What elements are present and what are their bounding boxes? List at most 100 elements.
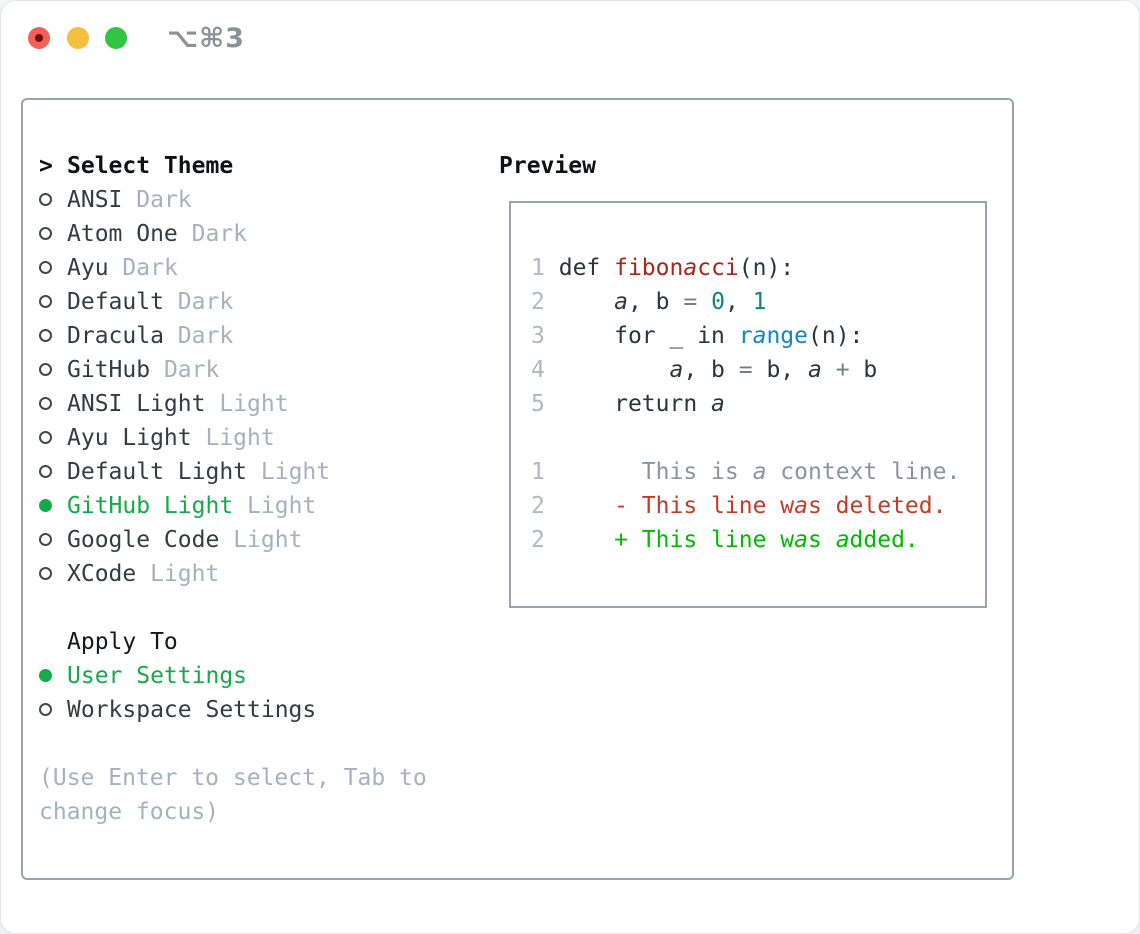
radio-unselected-icon — [39, 532, 52, 546]
apply-option-workspace-settings[interactable]: Workspace Settings — [39, 693, 427, 727]
radio-unselected-icon — [39, 464, 52, 478]
close-dot-icon — [35, 34, 43, 42]
minimize-button[interactable] — [67, 27, 89, 49]
preview-box: 1 def fibonacci(n): 2 a, b = 0, 1 3 for _ … — [509, 201, 987, 608]
keyboard-hint: (Use Enter to select, Tab to change focus… — [39, 761, 427, 829]
option-label: Ayu Light — [67, 425, 192, 451]
radio-cell — [39, 285, 67, 319]
variant-tag: Light — [150, 561, 220, 587]
radio-cell — [39, 421, 67, 455]
radio-unselected-icon — [39, 396, 52, 410]
theme-option-xcode[interactable]: XCode Light — [39, 557, 427, 591]
variant-tag: Light — [260, 459, 331, 485]
variant-tag: Dark — [122, 255, 178, 281]
radio-cell — [39, 489, 67, 523]
variant-tag: Dark — [136, 187, 192, 213]
variant-tag: Light — [233, 527, 303, 553]
code-line: 2 a, b = 0, 1 — [531, 289, 767, 315]
radio-unselected-icon — [39, 192, 52, 206]
variant-tag: Dark — [177, 323, 234, 349]
theme-option-ayu-light[interactable]: Ayu Light Light — [39, 421, 427, 455]
theme-option-ayu[interactable]: Ayu Dark — [39, 251, 427, 285]
window-title: ⌥⌘3 — [167, 23, 245, 54]
preview-title: Preview — [499, 153, 596, 179]
code-preview: 1 def fibonacci(n): 2 a, b = 0, 1 3 for _ … — [531, 251, 985, 557]
radio-unselected-icon — [39, 362, 52, 376]
radio-cell — [39, 659, 67, 693]
theme-list-header: > Select Theme — [39, 149, 427, 183]
code-line: 1 def fibonacci(n): — [531, 255, 795, 281]
radio-cell — [39, 353, 67, 387]
variant-tag: Light — [205, 425, 275, 451]
theme-option-google-code[interactable]: Google Code Light — [39, 523, 427, 557]
apply-to-title: Apply To — [67, 629, 178, 655]
zoom-button[interactable] — [105, 27, 127, 49]
radio-unselected-icon — [39, 260, 52, 274]
option-label: Ayu — [67, 255, 109, 281]
theme-option-github[interactable]: GitHub Dark — [39, 353, 427, 387]
option-label: Default Light — [67, 459, 248, 485]
radio-cell — [39, 693, 67, 727]
radio-selected-icon — [39, 498, 52, 512]
hint-line: (Use Enter to select, Tab to — [39, 765, 427, 791]
theme-option-dracula[interactable]: Dracula Dark — [39, 319, 427, 353]
option-label: XCode — [67, 561, 137, 587]
theme-option-ansi[interactable]: ANSI Dark — [39, 183, 427, 217]
variant-tag: Light — [247, 493, 317, 519]
variant-tag: Dark — [191, 221, 248, 247]
code-line: 2 - This line was deleted. — [531, 493, 947, 519]
theme-option-default[interactable]: Default Dark — [39, 285, 427, 319]
variant-tag: Dark — [163, 357, 220, 383]
radio-cell — [39, 455, 67, 489]
radio-cell — [39, 319, 67, 353]
code-line: 4 a, b = b, a + b — [531, 357, 878, 383]
code-line: 5 return a — [531, 391, 725, 417]
radio-unselected-icon — [39, 294, 52, 308]
window-titlebar: ⌥⌘3 — [1, 1, 1139, 77]
variant-tag: Light — [219, 391, 289, 417]
spacer — [39, 591, 427, 625]
option-label: GitHub — [67, 357, 151, 383]
radio-selected-icon — [39, 668, 52, 682]
option-label: ANSI Light — [67, 391, 206, 417]
option-label: Dracula — [67, 323, 164, 349]
radio-unselected-icon — [39, 328, 52, 342]
theme-option-github-light[interactable]: GitHub Light Light — [39, 489, 427, 523]
theme-option-atom-one[interactable]: Atom One Dark — [39, 217, 427, 251]
hint-line: change focus) — [39, 799, 220, 825]
radio-unselected-icon — [39, 430, 52, 444]
option-label: Atom One — [67, 221, 178, 247]
theme-list-title: Select Theme — [67, 153, 234, 179]
radio-cell — [39, 183, 67, 217]
variant-tag: Dark — [177, 289, 234, 315]
code-line: 2 + This line was added. — [531, 527, 919, 553]
option-label: ANSI — [67, 187, 123, 213]
radio-cell — [39, 523, 67, 557]
prompt-icon: > — [39, 153, 53, 179]
option-label: User Settings — [67, 663, 248, 689]
theme-option-default-light[interactable]: Default Light Light — [39, 455, 427, 489]
option-label: GitHub Light — [67, 493, 234, 519]
radio-unselected-icon — [39, 226, 52, 240]
radio-cell — [39, 251, 67, 285]
option-label: Google Code — [67, 527, 220, 553]
radio-cell — [39, 387, 67, 421]
radio-cell — [39, 557, 67, 591]
code-line: 3 for _ in range(n): — [531, 323, 864, 349]
radio-unselected-icon — [39, 702, 52, 716]
code-line — [531, 421, 985, 455]
option-label: Workspace Settings — [67, 697, 317, 723]
spacer — [39, 727, 427, 761]
theme-option-ansi-light[interactable]: ANSI Light Light — [39, 387, 427, 421]
apply-to-header: Apply To — [39, 625, 427, 659]
close-button[interactable] — [28, 27, 50, 49]
radio-unselected-icon — [39, 566, 52, 580]
option-label: Default — [67, 289, 164, 315]
apply-option-user-settings[interactable]: User Settings — [39, 659, 427, 693]
